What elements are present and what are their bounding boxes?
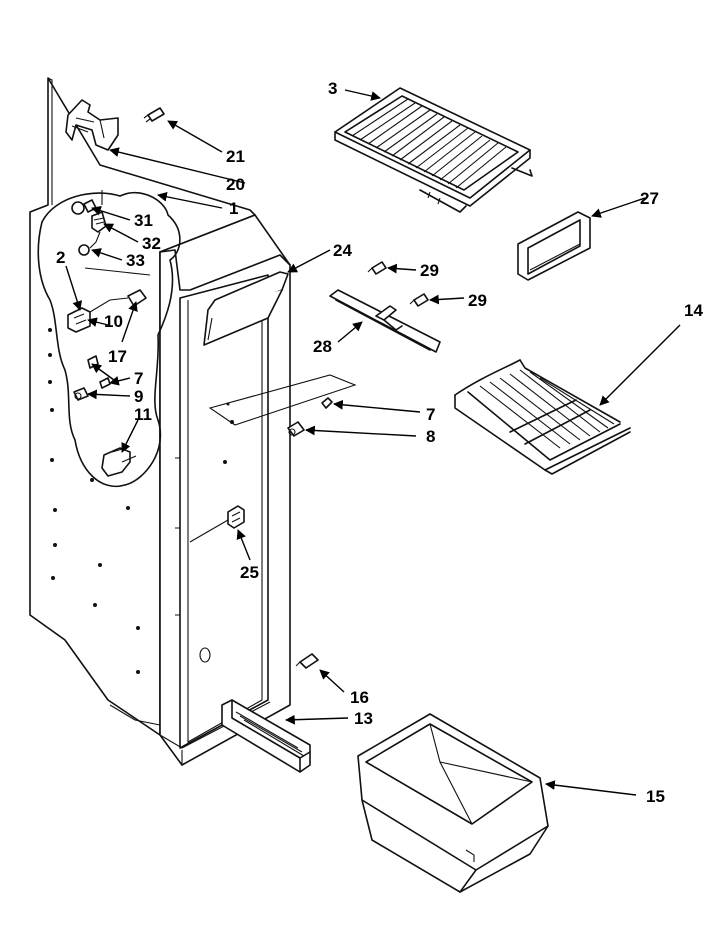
freezer-liner bbox=[29, 77, 291, 766]
label-7-left: 7 bbox=[134, 369, 143, 388]
label-32: 32 bbox=[142, 234, 161, 253]
label-31: 31 bbox=[134, 211, 153, 230]
label-17: 17 bbox=[108, 347, 127, 366]
bottom-trim bbox=[221, 653, 319, 773]
label-13: 13 bbox=[354, 709, 373, 728]
wire-shelf bbox=[454, 359, 631, 475]
label-28: 28 bbox=[313, 337, 332, 356]
shelf-bracket bbox=[517, 211, 591, 281]
mounting-rail bbox=[329, 261, 441, 353]
label-3: 3 bbox=[328, 79, 337, 98]
label-11: 11 bbox=[134, 405, 152, 424]
label-27: 27 bbox=[640, 189, 659, 208]
label-29-bottom: 29 bbox=[468, 291, 487, 310]
label-9: 9 bbox=[134, 387, 143, 406]
top-shelf bbox=[334, 87, 533, 213]
label-24: 24 bbox=[333, 241, 352, 260]
duct-cover bbox=[203, 271, 289, 346]
light-shield bbox=[208, 374, 357, 437]
storage-bin bbox=[357, 713, 549, 893]
label-7-right: 7 bbox=[426, 405, 435, 424]
label-16: 16 bbox=[350, 688, 369, 707]
label-21: 21 bbox=[226, 147, 245, 166]
label-8: 8 bbox=[426, 427, 435, 446]
thermostat-components bbox=[71, 190, 151, 276]
label-14: 14 bbox=[684, 301, 703, 320]
label-2: 2 bbox=[56, 248, 65, 267]
leader-lines bbox=[65, 89, 681, 796]
label-20: 20 bbox=[226, 175, 245, 194]
label-25: 25 bbox=[240, 563, 259, 582]
label-1: 1 bbox=[229, 199, 238, 218]
label-29-top: 29 bbox=[420, 261, 439, 280]
label-15: 15 bbox=[646, 787, 665, 806]
left-small-parts bbox=[73, 377, 137, 477]
label-33: 33 bbox=[126, 251, 145, 270]
label-10: 10 bbox=[104, 312, 123, 331]
light-socket bbox=[189, 505, 245, 543]
part-labels: 3 21 20 1 31 32 33 2 10 17 7 9 11 24 27 … bbox=[56, 79, 703, 806]
handle-bracket bbox=[65, 99, 165, 151]
